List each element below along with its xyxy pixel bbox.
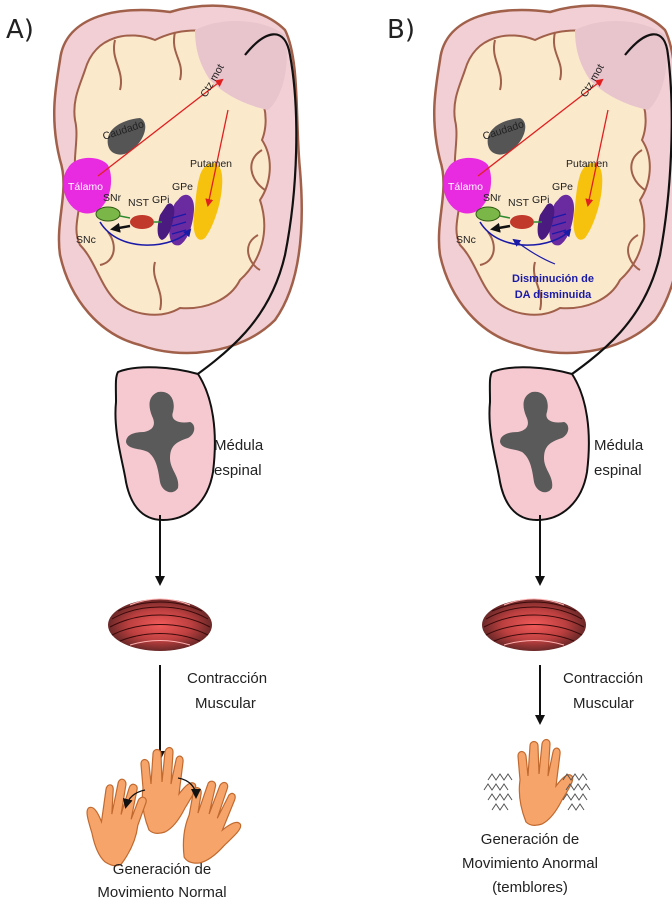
- label-gpi-a: GPi: [152, 194, 170, 206]
- panel-b-letter: B): [387, 15, 415, 45]
- result-label-a-1: Generación de: [113, 861, 211, 878]
- spinal-label-a-1: Médula: [214, 437, 264, 454]
- label-talamo-b: Tálamo: [448, 181, 483, 193]
- spinal-cord-b: [489, 367, 588, 520]
- label-snr-a: SNr: [103, 192, 122, 204]
- muscle-label-b-1: Contracción: [563, 670, 643, 687]
- result-label-a-2: Movimiento Normal: [97, 884, 226, 901]
- spinal-label-b-2: espinal: [594, 462, 642, 479]
- muscle-label-b-2: Muscular: [573, 695, 634, 712]
- annotation-b-2: DA disminuida: [515, 289, 592, 301]
- label-talamo-a: Tálamo: [68, 181, 103, 193]
- result-label-b-2: Movimiento Anormal: [462, 855, 598, 872]
- hand-center-b: [518, 740, 573, 826]
- panel-a: A) Caudado Ctz mot Putamen Tálamo SNr NS…: [6, 6, 302, 901]
- hand-left-a: [75, 772, 150, 869]
- label-snc-a: SNc: [76, 234, 96, 246]
- muscle-label-a-2: Muscular: [195, 695, 256, 712]
- muscle-label-a-1: Contracción: [187, 670, 267, 687]
- label-gpe-b: GPe: [552, 181, 573, 193]
- label-snc-b: SNc: [456, 234, 476, 246]
- result-label-b-3: (temblores): [492, 879, 568, 896]
- muscle-a: [108, 599, 212, 651]
- brain-section-a: [54, 6, 302, 353]
- result-label-b-1: Generación de: [481, 831, 579, 848]
- tremor-marks-left-b: [484, 774, 512, 810]
- annotation-b-1: Disminución de: [512, 273, 594, 285]
- label-putamen-a: Putamen: [190, 158, 232, 170]
- label-nst-b: NST: [508, 197, 530, 209]
- label-nst-a: NST: [128, 197, 150, 209]
- label-gpe-a: GPe: [172, 181, 193, 193]
- panel-a-letter: A): [6, 15, 34, 45]
- label-putamen-b: Putamen: [566, 158, 608, 170]
- spinal-label-a-2: espinal: [214, 462, 262, 479]
- label-snr-b: SNr: [483, 192, 502, 204]
- spinal-cord-a: [115, 367, 214, 520]
- panel-b: B) Caudado Ctz mot Putamen Tálamo SNr NS…: [387, 6, 672, 896]
- spinal-label-b-1: Médula: [594, 437, 644, 454]
- muscle-b: [482, 599, 586, 651]
- label-gpi-b: GPi: [532, 194, 550, 206]
